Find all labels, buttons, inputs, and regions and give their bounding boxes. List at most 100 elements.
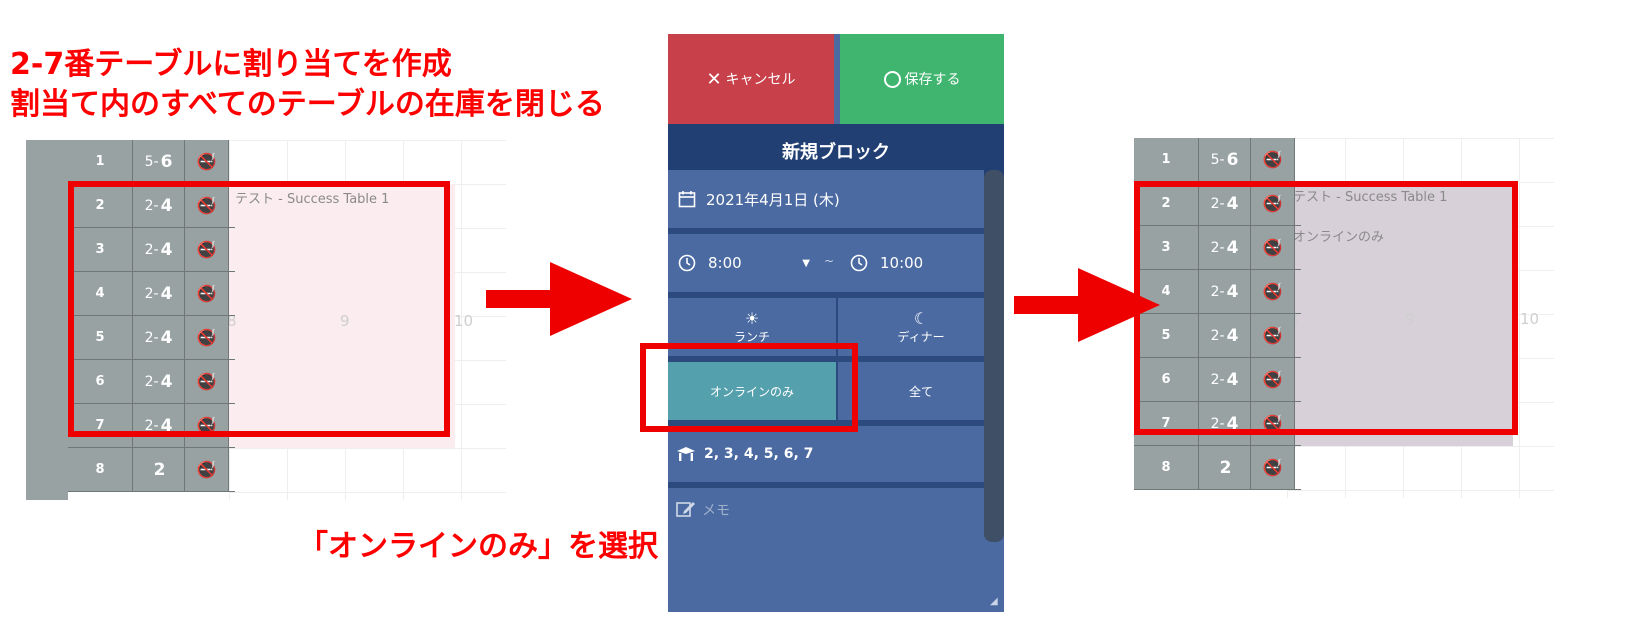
table-capacity: 2-4 (1199, 402, 1251, 445)
edit-icon (676, 502, 695, 517)
block-title: テスト - Success Table 1 (1293, 190, 1448, 205)
table-number: 8 (68, 448, 133, 491)
capacity-min: 2 (1210, 283, 1220, 300)
table-capacity: 2-4 (133, 316, 185, 359)
table-capacity: 5-6 (1199, 138, 1251, 181)
capacity-separator: - (153, 197, 159, 214)
capacity-separator: - (1219, 371, 1225, 388)
capacity-min: 2 (1210, 371, 1220, 388)
save-button[interactable]: 保存する (840, 34, 1004, 124)
hour-tick: 8 (227, 312, 237, 330)
cancel-button[interactable]: ✕ キャンセル (668, 34, 834, 124)
memo-placeholder: メモ (702, 503, 730, 519)
start-time-value: 8:00 (708, 254, 742, 272)
range-separator: ~ (824, 254, 835, 268)
allocation-block[interactable]: テスト - Success Table 1 (229, 184, 455, 448)
hour-tick: 9 (340, 312, 350, 330)
capacity-max: 2 (153, 459, 166, 480)
cancel-label: キャンセル (725, 72, 796, 88)
resize-handle-icon[interactable]: ◢ (990, 596, 998, 607)
separator (836, 298, 838, 356)
no-smoking-icon: 🚭 (185, 228, 229, 271)
table-capacity: 2-4 (1199, 270, 1251, 313)
table-icon (677, 447, 695, 461)
hour-tick: 9 (1405, 310, 1415, 328)
date-value: 2021年4月1日 (木) (706, 190, 840, 209)
lunch-label: ランチ (733, 330, 770, 344)
no-smoking-icon: 🚭 (185, 404, 229, 447)
modal-title: 新規ブロック (668, 124, 1004, 178)
table-number: 2 (68, 184, 133, 227)
moon-icon: ☾ (913, 309, 929, 328)
no-smoking-icon: 🚭 (1251, 358, 1295, 401)
clock-icon (678, 254, 696, 272)
capacity-separator: - (153, 241, 159, 258)
capacity-max: 4 (1226, 193, 1239, 214)
capacity-min: 2 (1210, 195, 1220, 212)
capacity-min: 2 (144, 329, 154, 346)
capacity-min: 2 (1210, 239, 1220, 256)
table-capacity: 5-6 (133, 140, 185, 183)
all-segment[interactable]: 全て (838, 362, 1004, 420)
no-smoking-icon: 🚭 (1251, 402, 1295, 445)
table-gutter (26, 140, 68, 500)
separator (836, 362, 838, 420)
table-capacity: 2-4 (133, 184, 185, 227)
table-capacity: 2-4 (1199, 182, 1251, 225)
allocation-block[interactable]: テスト - Success Table 1 オンラインのみ (1287, 182, 1513, 446)
table-capacity: 2 (133, 448, 185, 491)
date-field[interactable]: 2021年4月1日 (木) (668, 170, 984, 228)
table-number: 6 (68, 360, 133, 403)
capacity-separator: - (1219, 327, 1225, 344)
capacity-max: 4 (1226, 237, 1239, 258)
capacity-separator: - (1219, 415, 1225, 432)
capacity-max: 4 (160, 195, 173, 216)
close-icon: ✕ (706, 68, 722, 90)
hour-tick: 10 (454, 312, 474, 330)
capacity-max: 4 (160, 371, 173, 392)
end-time-select[interactable]: 10:00 ▼ (840, 234, 1004, 292)
capacity-separator: - (153, 417, 159, 434)
capacity-min: 5 (144, 153, 154, 170)
tables-field[interactable]: 2, 3, 4, 5, 6, 7 (668, 426, 984, 482)
capacity-min: 2 (1210, 415, 1220, 432)
calendar-icon (678, 191, 696, 208)
caption-close-inventory: 割当て内のすべてのテーブルの在庫を閉じる (10, 87, 605, 122)
no-smoking-icon: 🚭 (1251, 446, 1295, 489)
capacity-min: 5 (1210, 151, 1220, 168)
table-capacity: 2-4 (1199, 226, 1251, 269)
dinner-segment[interactable]: ☾ ディナー (838, 298, 1004, 356)
caption-select-online-only: 「オンラインのみ」を選択 (298, 529, 658, 564)
highlight-box-tables (68, 181, 450, 437)
memo-textarea[interactable]: メモ (668, 488, 984, 612)
capacity-min: 2 (144, 197, 154, 214)
separator (668, 228, 1004, 234)
table-number: 1 (1134, 138, 1199, 181)
table-number: 7 (1134, 402, 1199, 445)
start-time-select[interactable]: 8:00 ▼ (668, 234, 822, 292)
online-only-segment[interactable]: オンラインのみ (668, 362, 836, 420)
table-capacity: 2-4 (133, 272, 185, 315)
scrollbar[interactable] (984, 170, 1004, 542)
table-number: 5 (1134, 314, 1199, 357)
capacity-separator: - (153, 329, 159, 346)
capacity-min: 2 (1210, 327, 1220, 344)
block-subtitle: オンラインのみ (1293, 230, 1385, 245)
capacity-separator: - (153, 373, 159, 390)
capacity-separator: - (153, 285, 159, 302)
